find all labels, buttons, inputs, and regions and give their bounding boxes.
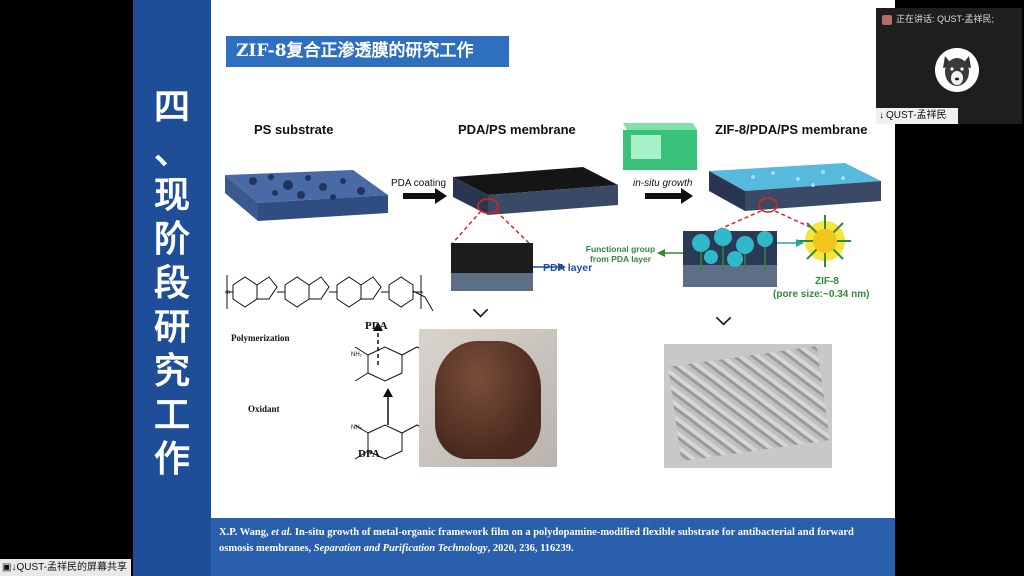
screen-share-text: QUST-孟祥民的屏幕共享 — [16, 562, 128, 573]
citation-journal: Separation and Purification Technology — [313, 543, 488, 554]
section-title-char: 工 — [153, 394, 190, 436]
label-oxidant: Oxidant — [248, 404, 280, 414]
participant-name: QUST-孟祥民 — [886, 110, 947, 121]
participant-video-panel[interactable]: 正在讲话: QUST-孟祥民; ↓QUST-孟祥民 — [876, 8, 1022, 124]
zif-pda-ps-block — [709, 163, 881, 211]
section-title-vertical: 四、现阶段研究工作 — [133, 85, 211, 481]
label-zif8: ZIF-8 — [815, 276, 839, 287]
screen-share-icon: ▣ — [2, 562, 12, 573]
speaker-icon — [882, 14, 892, 25]
citation-footer: X.P. Wang, et al. In-situ growth of meta… — [211, 518, 895, 576]
label-pda-coating: PDA coating — [391, 178, 447, 189]
label-nh2-top: NH₂ — [351, 352, 362, 358]
citation-authors: X.P. Wang, — [219, 527, 272, 538]
label-pda-ps-membrane: PDA/PS membrane — [458, 122, 576, 137]
participant-name-tag: ↓QUST-孟祥民 — [876, 108, 958, 124]
membrane-schematic — [225, 123, 881, 460]
pda-ps-block — [453, 167, 618, 215]
label-pore-size: (pore size:~0.34 nm) — [773, 289, 870, 300]
citation-text: In-situ growth of metal-organic framewor… — [219, 527, 854, 554]
section-title-char: 阶 — [153, 218, 190, 260]
pda-ps-photo — [419, 329, 557, 467]
citation-etal: et al. — [271, 527, 293, 538]
zif-pda-ps-photo — [664, 344, 832, 468]
label-zif-pda-ps-membrane: ZIF-8/PDA/PS membrane — [715, 122, 868, 137]
chevron-down-icon: ⌵ — [716, 308, 732, 330]
zif8-particle — [799, 215, 851, 267]
section-title-char: 、 — [153, 130, 190, 172]
microphone-icon: ↓ — [879, 110, 884, 121]
section-title-char: 究 — [153, 350, 190, 392]
speaking-indicator: 正在讲话: QUST-孟祥民; — [876, 8, 1022, 30]
zif-precursor-cube — [623, 123, 697, 170]
chevron-down-icon: ⌵ — [473, 300, 489, 322]
label-polymerization: Polymerization — [231, 333, 290, 343]
section-title-char: 现 — [153, 174, 190, 216]
section-title-char: 研 — [153, 306, 190, 348]
slide-title: ZIF-8复合正渗透膜的研究工作 — [226, 36, 509, 67]
presentation-slide: 四、现阶段研究工作 ZIF-8复合正渗透膜的研究工作 PS substrate … — [133, 0, 895, 576]
label-functional-group: Functional group from PDA layer — [585, 244, 656, 264]
section-title-char: 段 — [153, 262, 190, 304]
section-title-char: 作 — [153, 438, 190, 480]
label-pda: PDA — [365, 320, 388, 332]
pda-layer-zoom — [451, 243, 533, 291]
avatar — [935, 48, 979, 92]
label-dpa: DPA — [358, 448, 380, 460]
label-pda-layer: PDA layer — [543, 262, 593, 274]
microphone-icon: ↓ — [11, 562, 17, 573]
citation-ref: , 2020, 236, 116239. — [487, 543, 574, 554]
pda-chemical-structure — [225, 275, 434, 312]
zif-layer-zoom — [683, 228, 777, 287]
ps-substrate-block — [225, 170, 388, 221]
slide-sidebar: 四、现阶段研究工作 — [133, 0, 211, 576]
speaking-text: 正在讲话: QUST-孟祥民; — [896, 14, 995, 24]
label-in-situ-growth: in-situ growth — [633, 178, 693, 189]
label-n: n — [227, 290, 231, 296]
section-title-char: 四 — [153, 86, 190, 128]
label-nh2-bottom: NH₂ — [351, 425, 362, 431]
screen-share-label: ▣↓QUST-孟祥民的屏幕共享 — [0, 559, 132, 576]
label-ps-substrate: PS substrate — [254, 122, 334, 137]
